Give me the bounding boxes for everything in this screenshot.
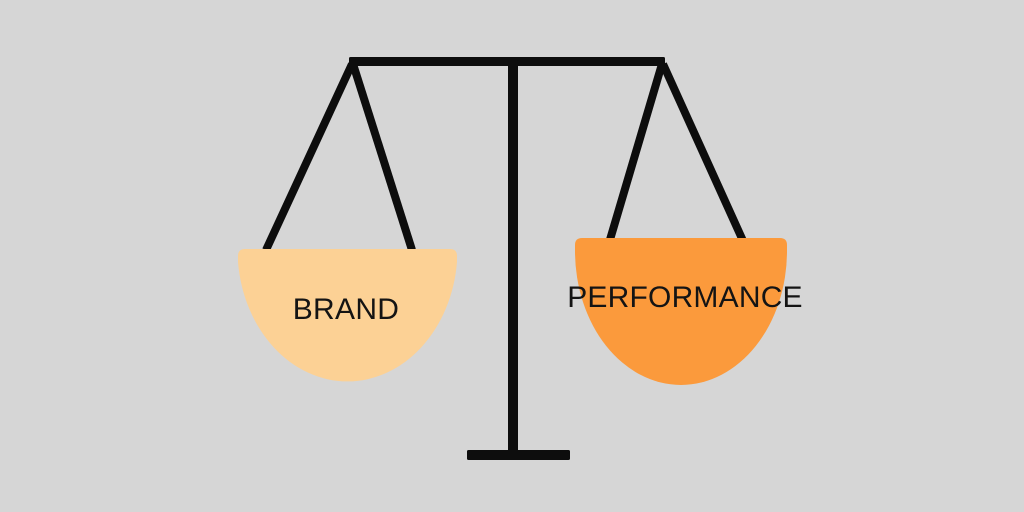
- performance-pan-label: PERFORMANCE: [567, 281, 803, 314]
- balance-beam: [349, 57, 665, 66]
- string-right-inner: [605, 62, 666, 245]
- string-right-outer: [659, 62, 748, 245]
- scale-base: [467, 450, 570, 460]
- performance-pan-bowl: [575, 238, 787, 385]
- center-post: [508, 60, 518, 458]
- scale-frame: [349, 57, 665, 460]
- brand-pan-label: BRAND: [293, 293, 400, 326]
- brand-pan[interactable]: BRAND: [238, 249, 457, 382]
- suspension-strings: [262, 62, 748, 252]
- brand-pan-bowl: [238, 249, 457, 382]
- string-left-outer: [262, 62, 356, 252]
- string-left-inner: [349, 62, 416, 252]
- performance-pan[interactable]: PERFORMANCE: [567, 238, 803, 385]
